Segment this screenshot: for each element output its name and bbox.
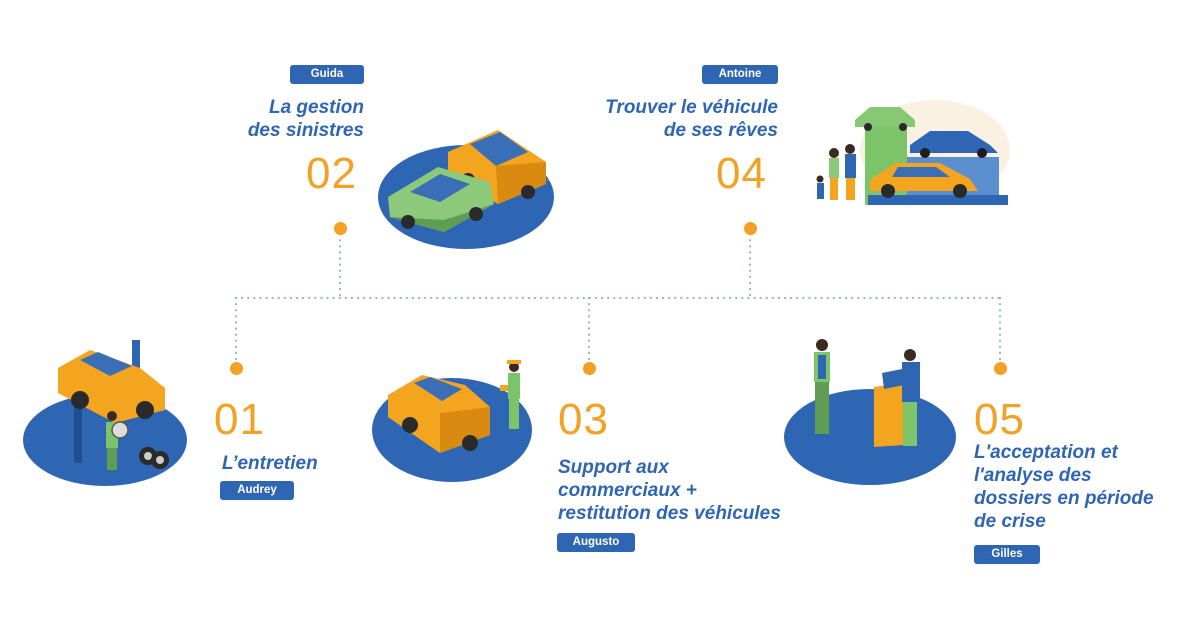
step-title-03-line-3: restitution des véhicules bbox=[558, 503, 781, 524]
timeline-dot-03 bbox=[583, 362, 596, 375]
car-collision-illustration bbox=[378, 130, 554, 249]
step-title-04: Trouver le véhicule de ses rêves bbox=[560, 96, 778, 142]
step-number-02: 02 bbox=[306, 149, 357, 198]
step-title-03-line-2: commerciaux + bbox=[558, 480, 697, 501]
car-showroom-illustration bbox=[816, 100, 1010, 205]
step-number-05: 05 bbox=[974, 395, 1025, 444]
person-badge-04: Antoine bbox=[702, 65, 778, 84]
step-title-03-line-1: Support aux bbox=[558, 457, 669, 478]
person-badge-05: Gilles bbox=[974, 545, 1040, 564]
person-badge-03: Augusto bbox=[557, 533, 635, 552]
step-title-05-line-2: l'analyse des bbox=[974, 465, 1092, 486]
step-title-05: L'acceptation et l'analyse des dossiers … bbox=[974, 441, 1184, 533]
step-title-02: La gestion des sinistres bbox=[190, 96, 364, 142]
step-number-01: 01 bbox=[214, 395, 265, 444]
timeline-dot-01 bbox=[230, 362, 243, 375]
office-consultation-illustration bbox=[784, 339, 956, 485]
step-number-03: 03 bbox=[558, 395, 609, 444]
person-badge-02: Guida bbox=[290, 65, 364, 84]
timeline-dot-04 bbox=[744, 222, 757, 235]
step-title-05-line-3: dossiers en période bbox=[974, 488, 1154, 509]
timeline-dot-05 bbox=[994, 362, 1007, 375]
step-title-01-line-1: L’entretien bbox=[222, 453, 318, 474]
step-title-04-line-1: Trouver le véhicule bbox=[605, 97, 778, 118]
car-maintenance-illustration bbox=[23, 340, 187, 486]
timeline-dot-02 bbox=[334, 222, 347, 235]
step-title-04-line-2: de ses rêves bbox=[663, 120, 778, 141]
step-title-02-line-2: des sinistres bbox=[247, 120, 364, 141]
step-title-05-line-1: L'acceptation et bbox=[974, 442, 1118, 463]
step-title-03: Support aux commerciaux + restitution de… bbox=[558, 456, 828, 525]
person-badge-01: Audrey bbox=[220, 481, 294, 500]
step-number-04: 04 bbox=[716, 149, 767, 198]
car-delivery-illustration bbox=[372, 360, 532, 482]
step-title-05-line-4: de crise bbox=[974, 511, 1046, 532]
step-title-02-line-1: La gestion bbox=[268, 97, 364, 118]
step-title-01: L’entretien bbox=[222, 452, 372, 475]
